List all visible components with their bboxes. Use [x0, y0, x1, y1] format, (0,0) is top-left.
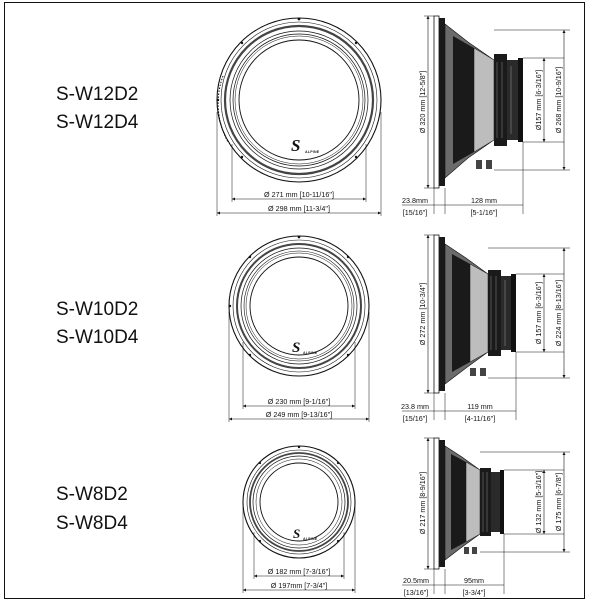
basket-diameter: Ø 224 mm [8-13/16"] — [554, 280, 563, 346]
cutout-diameter: Ø 230 mm [9-1/16"] — [268, 397, 330, 406]
model-label: S-W10D4 — [56, 327, 139, 348]
spec-sheet: S-W12D2 S-W12D4 S ALPINE Ø 271 — [4, 2, 585, 599]
dimension-drawing: S-W12D2 S-W12D4 S ALPINE Ø 271 — [4, 2, 585, 599]
mounting-depth: 128 mm — [471, 196, 497, 205]
alpine-logo: ALPINE — [303, 537, 318, 541]
model-label: S-W10D2 — [56, 299, 138, 320]
flange-depth-inch: [15/16"] — [403, 414, 428, 423]
cutout-diameter: Ø 271 mm [10-11/16"] — [264, 190, 334, 199]
frame-diameter: Ø 217 mm [8-9/16"] — [418, 472, 427, 534]
frame-diameter: Ø 320 mm [12-5/8"] — [418, 71, 427, 133]
flange-depth-inch: [15/16"] — [403, 208, 428, 217]
side-view — [433, 234, 516, 394]
outer-diameter: Ø 197mm [7-3/4"] — [271, 581, 327, 590]
alpine-logo: ALPINE — [305, 150, 320, 154]
model-label: S-W8D2 — [56, 484, 128, 505]
outer-diameter: Ø 249 mm [9-13/16"] — [266, 410, 332, 419]
alpine-logo: ALPINE — [303, 351, 318, 355]
mounting-depth: 119 mm — [467, 402, 492, 411]
outer-diameter: Ø 298 mm [11-3/4"] — [268, 204, 330, 213]
model-label: S-W12D4 — [56, 112, 139, 133]
mounting-depth: 95mm — [464, 576, 484, 585]
unit-12-inch: S-W12D2 S-W12D4 S ALPINE Ø 271 — [56, 15, 570, 217]
badge-s-logo: S — [291, 136, 300, 155]
front-view: S ALPINE — [216, 17, 382, 183]
cutout-diameter: Ø 182 mm [7-3/16"] — [268, 567, 330, 576]
mounting-depth-inch: [3-3/4"] — [463, 588, 486, 597]
basket-diameter: Ø 268 mm [10-9/16"] — [554, 67, 563, 133]
model-label: S-W8D4 — [56, 513, 128, 534]
flange-depth-inch: [13/16"] — [404, 588, 429, 597]
page-border — [4, 2, 585, 599]
flange-depth: 20.5mm — [403, 576, 429, 585]
front-view: S ALPINE — [228, 235, 370, 377]
frame-diameter: Ø 272 mm [10-3/4"] — [418, 283, 427, 345]
side-view — [433, 437, 504, 570]
badge-s-logo: S — [293, 526, 300, 541]
mounting-depth-inch: [5-1/16"] — [471, 208, 498, 217]
unit-10-inch: S-W10D2 S-W10D4 S ALPINE Ø 230 mm [9-1/1… — [56, 234, 570, 423]
front-view: S ALPINE — [242, 445, 356, 559]
magnet-diameter: Ø157 mm [6-3/16"] — [534, 70, 543, 130]
badge-s-logo: S — [292, 340, 300, 356]
magnet-diameter: Ø 132 mm [5-3/16"] — [534, 471, 543, 533]
side-view — [433, 15, 523, 189]
flange-depth: 23.8mm — [402, 196, 428, 205]
flange-depth: 23.8 mm — [401, 402, 429, 411]
unit-8-inch: S-W8D2 S-W8D4 S ALPINE Ø 182 mm [7-3/16"… — [56, 437, 570, 597]
mounting-depth-inch: [4-11/16"] — [465, 414, 495, 423]
model-label: S-W12D2 — [56, 84, 138, 105]
basket-diameter: Ø 175 mm [6-7/8"] — [554, 473, 563, 531]
magnet-diameter: Ø 157 mm [6-3/16"] — [534, 282, 543, 344]
